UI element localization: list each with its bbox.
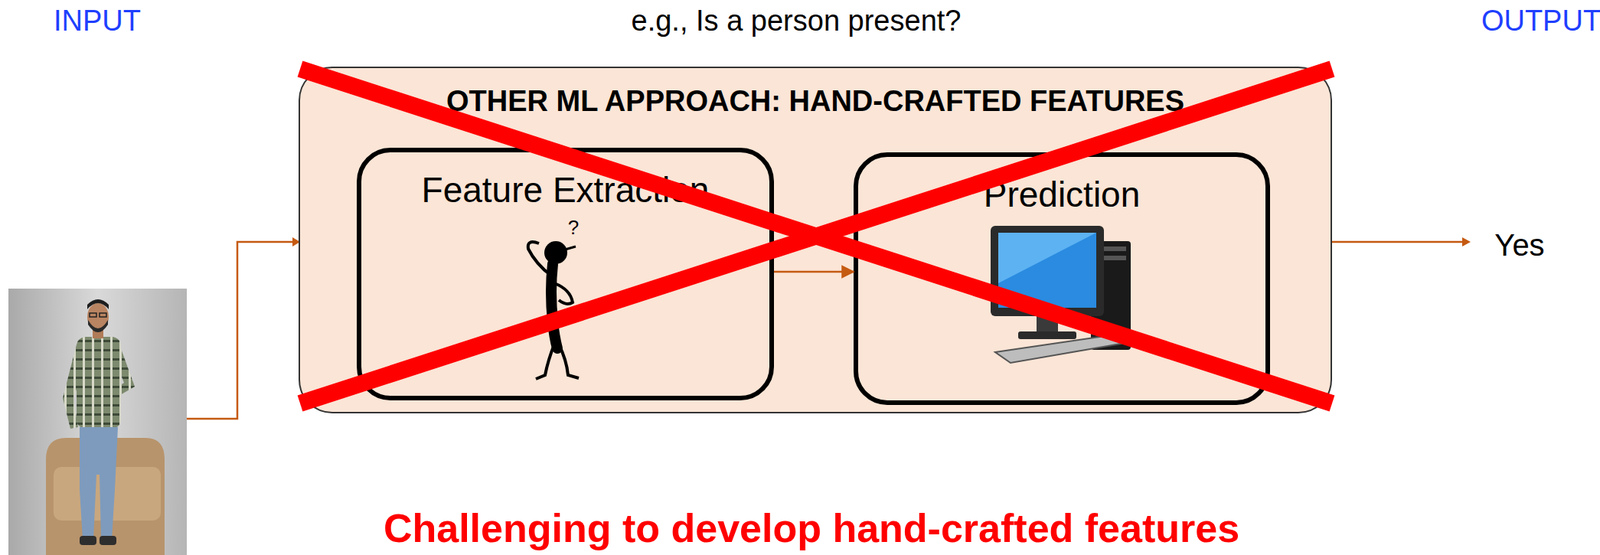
input-wire [186,241,293,419]
arrow-head [1462,237,1471,247]
process-box: Prediction [853,152,1271,405]
takeaway-note: Challenging to develop hand-crafted feat… [383,505,1240,552]
box-title: OTHER ML APPROACH: HAND-CRAFTED FEATURES [300,84,1331,118]
box-title: Feature Extraction [361,169,770,211]
input-photo [8,288,187,555]
output-wire [1332,241,1464,244]
io-heading: OUTPUT [1481,4,1600,38]
process-box: Feature Extraction [356,147,774,401]
question-label: e.g., Is a person present? [631,4,962,38]
question-mark: ? [568,215,579,240]
output-value: Yes [1494,228,1545,263]
io-heading: INPUT [53,4,141,38]
box-title: Prediction [858,173,1266,216]
approach-box: OTHER ML APPROACH: HAND-CRAFTED FEATURES… [298,66,1333,414]
